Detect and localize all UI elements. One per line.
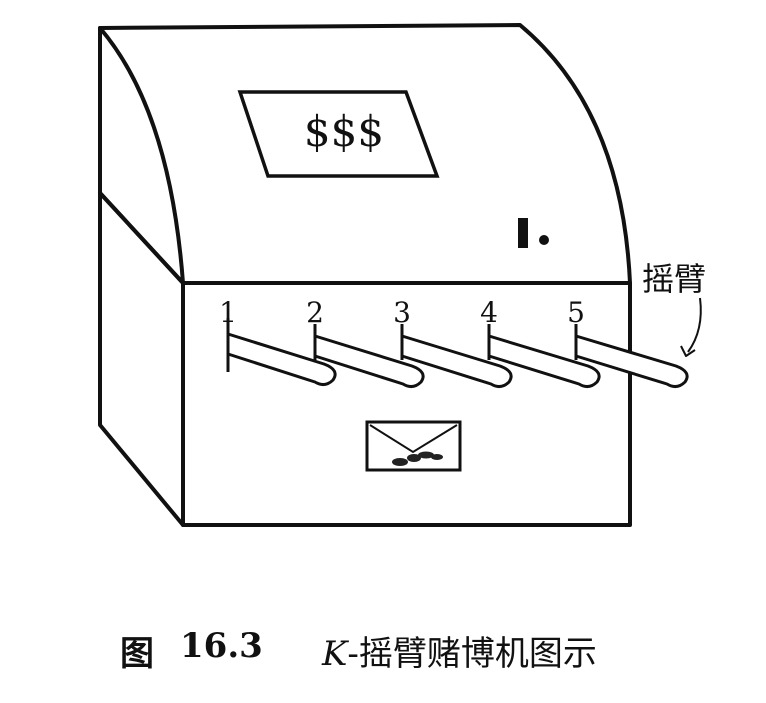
figure-label: 图	[120, 634, 154, 674]
arm-number-2: 2	[306, 296, 324, 329]
callout-arrow	[680, 297, 702, 357]
figure-number: 16.3	[180, 626, 263, 666]
arm-number-4: 4	[480, 296, 498, 329]
payout-tray	[365, 420, 462, 472]
arm-number-5: 5	[567, 296, 585, 329]
side-panel	[98, 26, 185, 527]
arm-number-1: 1	[219, 296, 237, 329]
figure-caption: 图 16.3 K-摇臂赌博机图示	[0, 618, 766, 678]
display-window: $$$	[237, 90, 440, 178]
arm-5[interactable]	[574, 324, 689, 389]
side-edge	[98, 191, 185, 285]
display-text: $$$	[304, 107, 384, 156]
figure-title-text: -摇臂赌博机图示	[347, 634, 597, 674]
coins-icon	[392, 451, 443, 466]
arm-4[interactable]	[487, 324, 601, 389]
coin-slot	[518, 218, 549, 248]
arm-number-3: 3	[393, 296, 411, 329]
front-panel	[181, 281, 632, 527]
arm-2[interactable]	[313, 324, 425, 389]
arm-3[interactable]	[400, 324, 513, 389]
arm-callout-label: 摇臂	[642, 260, 706, 298]
figure-title: K-摇臂赌博机图示	[322, 626, 597, 675]
figure-variable: K	[322, 634, 348, 674]
arm-1[interactable]	[226, 318, 337, 387]
